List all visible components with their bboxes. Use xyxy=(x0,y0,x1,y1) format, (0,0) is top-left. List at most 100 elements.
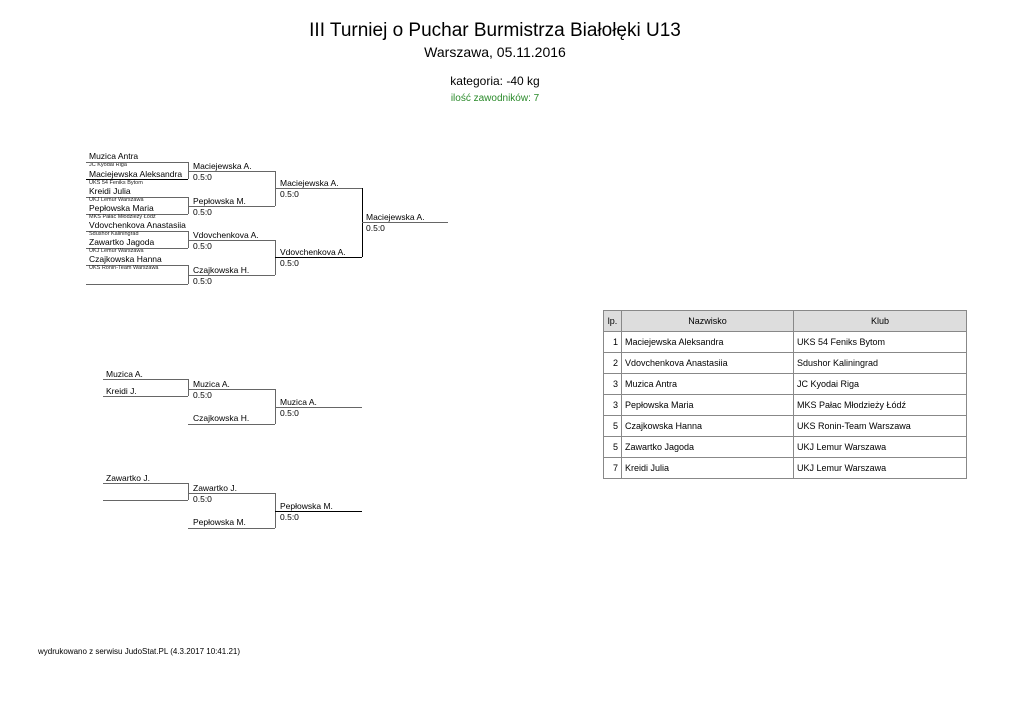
bracket-line xyxy=(86,231,188,232)
cell-name: Czajkowska Hanna xyxy=(621,415,794,437)
cell-club: UKJ Lemur Warszawa xyxy=(793,457,967,479)
header-club: Klub xyxy=(793,310,967,332)
match-winner: Vdovchenkova A. xyxy=(193,230,259,240)
cell-name: Muzica Antra xyxy=(621,373,794,395)
bracket-line xyxy=(188,265,189,284)
bracket-line xyxy=(188,483,189,500)
cell-name: Pepłowska Maria xyxy=(621,394,794,416)
competitor-count: ilość zawodników: 7 xyxy=(450,93,540,104)
cell-place: 7 xyxy=(603,457,622,479)
competitor-club: UKS Ronin-Team Warszawa xyxy=(89,265,159,271)
bracket-line xyxy=(188,171,275,172)
cell-club: JC Kyodai Riga xyxy=(793,373,967,395)
competitor-name: Pepłowska Maria xyxy=(89,203,154,213)
match-winner: Czajkowska H. xyxy=(193,265,250,275)
bracket-line xyxy=(86,214,188,215)
match-winner: Pepłowska M. xyxy=(193,196,246,206)
bracket-line xyxy=(86,265,188,266)
cell-club: UKJ Lemur Warszawa xyxy=(793,436,967,458)
bracket-line xyxy=(103,379,188,380)
match-score: 0.5:0 xyxy=(193,241,212,251)
cell-club: UKS 54 Feniks Bytom xyxy=(793,331,967,353)
bracket-line xyxy=(188,379,189,396)
competitor-name: Pepłowska M. xyxy=(193,517,246,527)
match-winner: Vdovchenkova A. xyxy=(280,247,346,257)
cell-place: 2 xyxy=(603,352,622,374)
bracket-line xyxy=(188,275,275,276)
match-winner: Maciejewska A. xyxy=(280,178,339,188)
bracket-line xyxy=(86,179,188,180)
cell-name: Vdovchenkova Anastasiia xyxy=(621,352,794,374)
competitor-club: UKJ Lemur Warszawa xyxy=(89,197,144,203)
match-winner: Maciejewska A. xyxy=(193,161,252,171)
match-score: 0.5:0 xyxy=(193,172,212,182)
competitor-club: UKS 54 Feniks Bytom xyxy=(89,180,143,186)
bracket-line xyxy=(188,240,275,241)
final-winner: Maciejewska A. xyxy=(366,212,425,222)
cell-name: Zawartko Jagoda xyxy=(621,436,794,458)
bracket-line xyxy=(188,231,189,248)
final-score: 0.5:0 xyxy=(366,223,385,233)
bracket-line xyxy=(275,407,362,408)
bracket-line xyxy=(188,389,275,390)
tournament-title: III Turniej o Puchar Burmistrza Białołęk… xyxy=(309,20,681,41)
bracket-line xyxy=(86,162,188,163)
competitor-club: Sdushor Kaliningrad xyxy=(89,231,139,237)
match-score: 0.5:0 xyxy=(280,408,299,418)
bracket-line xyxy=(188,424,275,425)
bracket-line xyxy=(103,500,188,501)
bracket-line xyxy=(103,483,188,484)
cell-club: Sdushor Kaliningrad xyxy=(793,352,967,374)
match-score: 0.5:0 xyxy=(193,207,212,217)
bracket-line xyxy=(275,188,362,189)
bracket-line xyxy=(275,257,362,258)
bracket-line xyxy=(188,528,275,529)
match-score: 0.5:0 xyxy=(280,258,299,268)
cell-name: Kreidi Julia xyxy=(621,457,794,479)
bracket-line xyxy=(86,248,188,249)
bracket-line xyxy=(275,493,276,528)
bracket-line xyxy=(86,197,188,198)
footer-note: wydrukowano z serwisu JudoStat.PL (4.3.2… xyxy=(38,647,241,656)
cell-name: Maciejewska Aleksandra xyxy=(621,331,794,353)
cell-place: 5 xyxy=(603,436,622,458)
competitor-name: Zawartko Jagoda xyxy=(89,237,155,247)
cell-place: 5 xyxy=(603,415,622,437)
bracket-line xyxy=(362,222,448,223)
match-winner: Muzica A. xyxy=(280,397,317,407)
competitor-name: Zawartko J. xyxy=(106,473,150,483)
bracket-line xyxy=(188,493,275,494)
competitor-name: Czajkowska H. xyxy=(193,413,250,423)
match-score: 0.5:0 xyxy=(193,494,212,504)
cell-club: UKS Ronin-Team Warszawa xyxy=(793,415,967,437)
match-winner: Zawartko J. xyxy=(193,483,237,493)
header-name: Nazwisko xyxy=(621,310,794,332)
cell-place: 3 xyxy=(603,373,622,395)
table-header: lp. Nazwisko Klub xyxy=(603,310,967,332)
competitor-club: JC Kyodai Riga xyxy=(89,162,127,168)
bracket-line xyxy=(188,206,275,207)
competitor-name: Muzica Antra xyxy=(89,151,139,161)
competitor-name: Czajkowska Hanna xyxy=(89,254,162,264)
cell-place: 3 xyxy=(603,394,622,416)
cell-club: MKS Pałac Młodzieży Łódź xyxy=(793,394,967,416)
match-score: 0.5:0 xyxy=(280,512,299,522)
cell-place: 1 xyxy=(603,331,622,353)
match-winner: Pepłowska M. xyxy=(280,501,333,511)
competitor-name: Kreidi J. xyxy=(106,386,137,396)
bracket-line xyxy=(188,162,189,179)
competitor-name: Muzica A. xyxy=(106,369,143,379)
bracket-line xyxy=(275,389,276,424)
competitor-name: Maciejewska Aleksandra xyxy=(89,169,183,179)
match-score: 0.5:0 xyxy=(193,390,212,400)
bracket-line xyxy=(188,197,189,214)
tournament-subtitle: Warszawa, 05.11.2016 xyxy=(424,44,566,60)
match-winner: Muzica A. xyxy=(193,379,230,389)
